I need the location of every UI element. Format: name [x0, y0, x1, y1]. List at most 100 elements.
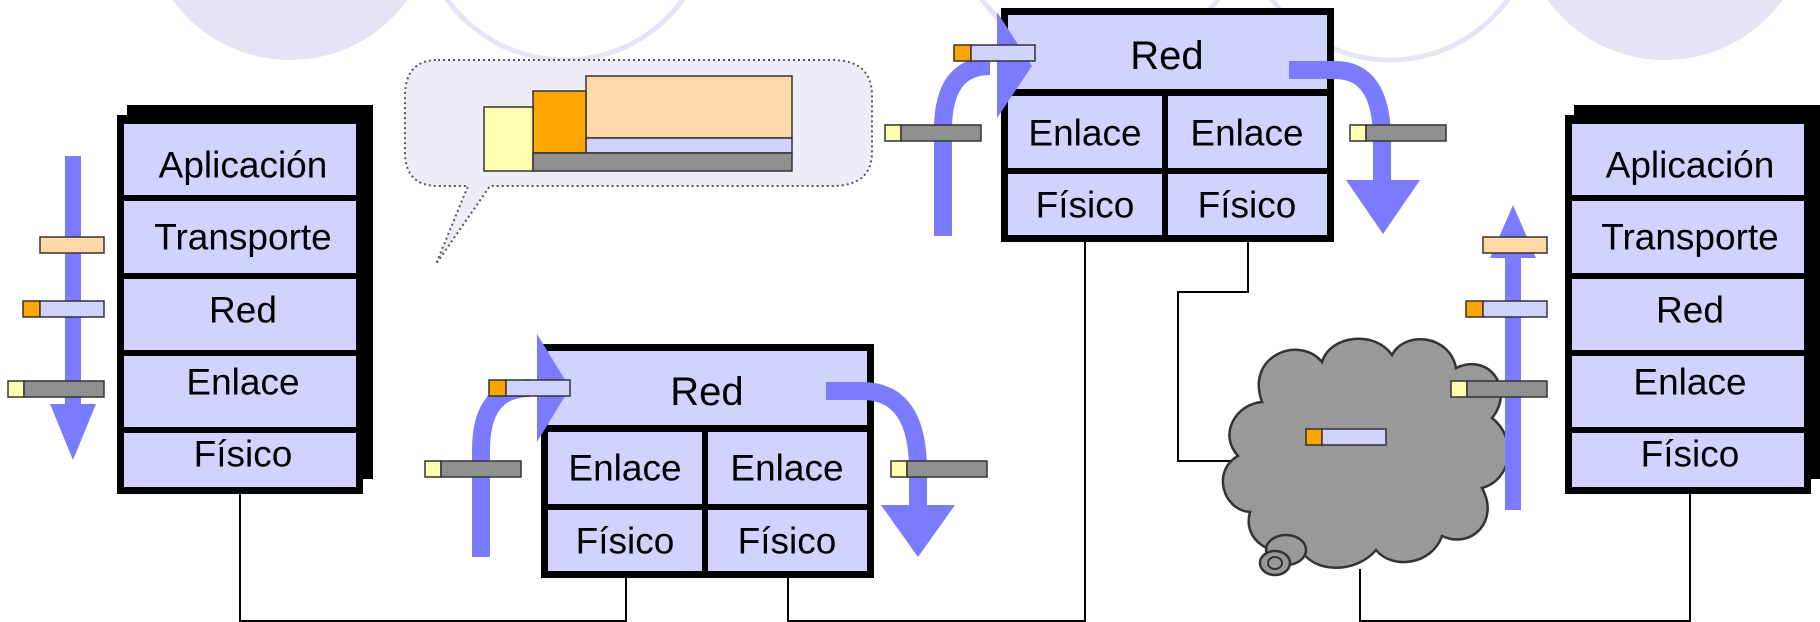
router-link-cell	[1008, 96, 1162, 168]
frame-callout	[404, 59, 873, 265]
background-circle	[1269, 0, 1511, 63]
layer-cell	[124, 356, 356, 427]
router1-right-link-label: Enlace	[730, 448, 843, 489]
destination-host: Aplicación Transporte Red Enlace Físico	[1565, 105, 1820, 494]
arrow-head	[50, 404, 96, 460]
frame-transport-header	[532, 90, 587, 154]
router-network-cell	[1008, 15, 1327, 89]
datagram-header	[1465, 300, 1484, 318]
frame-header	[890, 460, 908, 478]
frame-link-trailer	[532, 152, 793, 172]
transport-segment	[1482, 236, 1548, 254]
frame-network-stripe	[585, 137, 793, 154]
datagram-payload	[39, 300, 105, 318]
physical-links	[239, 238, 1691, 622]
arrow-shaft	[1505, 250, 1521, 510]
frame-data-block	[585, 75, 793, 139]
frame-header	[424, 460, 442, 478]
background-circle	[444, 0, 686, 63]
layer-label-transport: Transporte	[1601, 217, 1779, 258]
router-physical-cell	[1008, 174, 1162, 235]
datagram-header	[953, 44, 972, 62]
frame-payload	[1365, 124, 1447, 142]
router-physical-cell	[1168, 174, 1327, 235]
router1-packets	[424, 379, 988, 478]
datagram-payload	[970, 44, 1036, 62]
arrow-shaft	[65, 156, 81, 408]
frame-payload	[906, 460, 988, 478]
datagram-payload	[1321, 428, 1387, 446]
background-circle	[1547, 0, 1783, 60]
router-link-cell	[708, 432, 867, 504]
layer-label-transport: Transporte	[154, 217, 332, 258]
router1-left-link-label: Enlace	[568, 448, 681, 489]
transport-segment	[39, 236, 105, 254]
source-host-packets	[7, 236, 105, 398]
layer-label-physical: Físico	[1641, 434, 1740, 475]
wire-router2-to-cloud	[1177, 238, 1249, 462]
frame-app-header	[483, 106, 534, 172]
layer-cell	[1572, 279, 1804, 350]
frame-header	[7, 380, 25, 398]
router2-left-physical-label: Físico	[1036, 185, 1135, 226]
network-cloud	[1221, 337, 1510, 577]
layer-cell	[1572, 433, 1804, 487]
destination-host-packets	[1450, 236, 1548, 398]
layer-cell	[1572, 201, 1804, 273]
datagram-header	[1305, 428, 1323, 446]
frame-payload	[440, 460, 522, 478]
layer-label-network: Red	[209, 290, 277, 331]
layer-cell	[124, 433, 356, 487]
arrow-down-source	[50, 156, 96, 460]
router2-packets	[884, 44, 1447, 142]
router-link-cell	[1168, 96, 1327, 168]
router-physical-cell	[548, 510, 702, 571]
frame-header	[884, 124, 902, 142]
source-host: Aplicación Transporte Red Enlace Físico	[117, 105, 373, 494]
arrow-up-curve	[934, 57, 991, 236]
router-physical-cell	[708, 510, 867, 571]
router-network-cell	[548, 351, 867, 425]
datagram-header	[488, 379, 507, 397]
layer-label-application: Aplicación	[1606, 145, 1775, 186]
router1-network-label: Red	[670, 370, 743, 414]
layer-label-network: Red	[1656, 290, 1724, 331]
datagram-payload	[1482, 300, 1548, 318]
background-circle	[172, 0, 408, 60]
cloud-shape	[1221, 337, 1510, 569]
frame-header	[1450, 380, 1468, 398]
layer-cell	[124, 201, 356, 273]
frame-payload	[1466, 380, 1548, 398]
router-1: Red Enlace Enlace Físico Físico	[541, 344, 874, 578]
layer-cell	[124, 279, 356, 350]
layer-label-link: Enlace	[186, 362, 299, 403]
layer-cell	[1572, 124, 1804, 195]
cloud-packet	[1305, 428, 1387, 446]
layer-cell	[1572, 356, 1804, 427]
wire-host-to-router1	[239, 494, 627, 622]
wire-router1-to-router2	[787, 238, 1086, 622]
router1-left-physical-label: Físico	[576, 521, 675, 562]
layer-label-link: Enlace	[1633, 362, 1746, 403]
cloud-puff	[1267, 556, 1283, 570]
layer-cell	[124, 124, 356, 195]
frame-payload	[900, 124, 982, 142]
datagram-header	[22, 300, 41, 318]
router2-left-link-label: Enlace	[1028, 113, 1141, 154]
layer-label-application: Aplicación	[159, 145, 328, 186]
datagram-payload	[505, 379, 571, 397]
router2-right-link-label: Enlace	[1190, 113, 1303, 154]
router1-right-physical-label: Físico	[738, 521, 837, 562]
arrow-down-head	[881, 505, 955, 557]
router-link-cell	[548, 432, 702, 504]
arrow-up-head	[997, 12, 1032, 118]
layer-label-physical: Físico	[194, 434, 293, 475]
frame-payload	[23, 380, 105, 398]
router-2: Red Enlace Enlace Físico Físico	[1001, 8, 1334, 242]
frame-header	[1349, 124, 1367, 142]
arrow-down-head	[1346, 180, 1420, 234]
wire-cloud-to-host	[1359, 494, 1691, 622]
router2-right-physical-label: Físico	[1198, 185, 1297, 226]
router2-network-label: Red	[1130, 34, 1203, 78]
